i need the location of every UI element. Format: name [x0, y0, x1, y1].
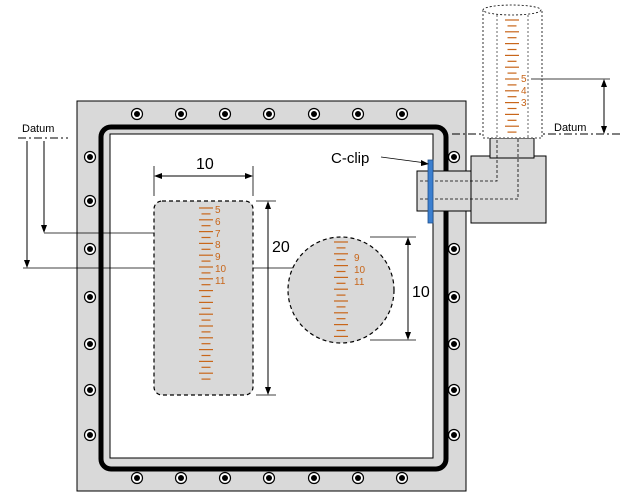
bolt-center-18: [87, 246, 93, 252]
bolt-center-2: [178, 111, 184, 117]
rect-scale-num-7: 7: [215, 229, 221, 240]
bolt-center-23: [451, 341, 457, 347]
rect-scale-numbers: 5 6 7 8 9 10 11: [215, 205, 227, 287]
bolt-holes: [83, 107, 461, 485]
bolt-center-13: [399, 475, 405, 481]
bolt-center-20: [87, 294, 93, 300]
bolt-center-26: [87, 432, 93, 438]
c-clip-label: C-clip: [331, 150, 369, 167]
fitting-stub: [416, 170, 474, 212]
dim-rect-height-arrow-top: [265, 201, 271, 209]
bolt-center-8: [311, 111, 317, 117]
circle-specimen: [287, 236, 395, 344]
bolt-center-24: [87, 387, 93, 393]
rect-scale-num-5: 5: [215, 205, 221, 216]
dim-rect-width-arrow-left: [154, 173, 162, 179]
circle-scale-num-11: 11: [354, 277, 365, 288]
circle-scale-num-10: 10: [354, 265, 366, 276]
standpipe-scale: [505, 19, 519, 133]
bolt-center-5: [222, 475, 228, 481]
fitting-inner-bore: [420, 138, 519, 200]
circle-scale: [334, 241, 348, 337]
tube-datum-arrowhead-top: [601, 79, 607, 87]
gasket-outline: [98, 124, 449, 472]
rect-specimen: [153, 200, 254, 396]
datum-arrowhead-1: [41, 225, 47, 233]
standpipe-num-5: 5: [521, 74, 527, 85]
dim-circle-label: 10: [412, 284, 430, 301]
bolt-center-25: [451, 387, 457, 393]
dim-circle-arrow-top: [405, 237, 411, 245]
bolt-center-27: [451, 432, 457, 438]
circle-scale-num-9: 9: [354, 253, 360, 264]
bolt-center-0: [134, 111, 140, 117]
rect-scale-num-10: 10: [215, 264, 227, 275]
bolt-center-11: [355, 475, 361, 481]
dim-rect-width-arrow-right: [245, 173, 253, 179]
bolt-center-14: [87, 154, 93, 160]
bolt-center-10: [355, 111, 361, 117]
tube-datum-arrowhead-bottom: [601, 126, 607, 134]
standpipe-num-3: 3: [521, 98, 527, 109]
bolt-center-9: [311, 475, 317, 481]
bolt-center-12: [399, 111, 405, 117]
bolt-center-1: [134, 475, 140, 481]
standpipe-tube: [482, 9, 543, 139]
circle-scale-numbers: 9 10 11: [354, 253, 366, 288]
c-clip-leader-arrow: [421, 160, 429, 166]
bolt-center-22: [87, 341, 93, 347]
bolt-center-21: [451, 294, 457, 300]
bolt-center-15: [451, 154, 457, 160]
bolt-center-19: [451, 246, 457, 252]
rect-scale-num-8: 8: [215, 240, 221, 251]
rect-scale-num-11: 11: [215, 276, 226, 287]
fitting-elbow: [470, 155, 547, 224]
c-clip: [427, 159, 434, 224]
dim-rect-height-arrow-bottom: [265, 387, 271, 395]
c-clip-leader: [380, 156, 427, 164]
standpipe-scale-numbers: 5 4 3: [521, 74, 527, 109]
standpipe-top: [482, 4, 542, 16]
standpipe-num-4: 4: [521, 86, 527, 97]
bolt-center-6: [266, 111, 272, 117]
datum-label-right: Datum: [554, 122, 586, 134]
bolt-center-7: [266, 475, 272, 481]
rect-scale: [199, 207, 213, 380]
bolt-center-4: [222, 111, 228, 117]
bolt-center-16: [87, 198, 93, 204]
dim-rect-height-label: 20: [272, 239, 290, 256]
datum-label-left: Datum: [22, 123, 54, 135]
rect-scale-num-6: 6: [215, 217, 221, 228]
dim-circle-arrow-bottom: [405, 332, 411, 340]
bolt-center-3: [178, 475, 184, 481]
dim-rect-width-label: 10: [196, 156, 214, 173]
rect-scale-num-9: 9: [215, 252, 221, 263]
datum-arrowhead-2: [24, 260, 30, 268]
